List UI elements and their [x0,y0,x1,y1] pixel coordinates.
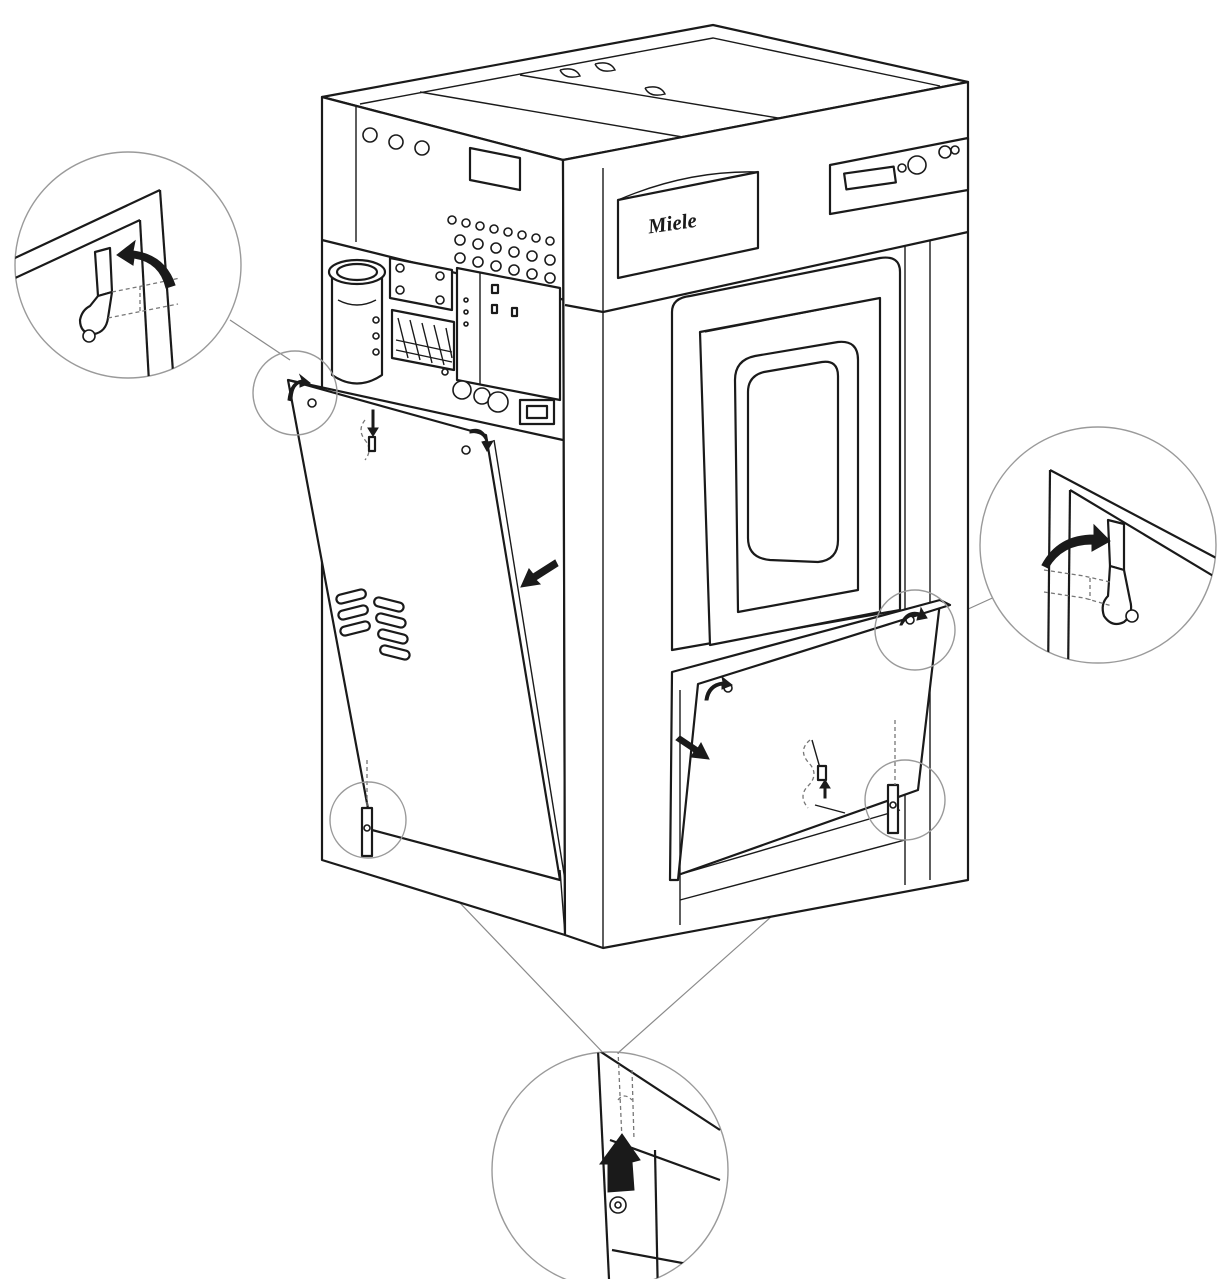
rotate-arrow-icon [1041,523,1111,569]
lift-up-arrow-icon [599,1133,641,1193]
panel-vent-slots [335,588,411,661]
vent-hole-grid [447,215,556,284]
rotate-arrow-icon [287,373,311,402]
callout-right-hinge [979,426,1217,664]
logo-plate [616,170,760,280]
down-arrow-icon [367,409,379,437]
drain-pipe [327,258,387,385]
electronics-box [455,266,562,402]
rotate-arrow-icon [469,428,495,452]
rotate-arrow-icon [116,239,176,289]
program-knob-icon [907,155,927,175]
detail-markers [252,350,956,859]
rear-access-panel [286,373,566,936]
up-arrow-icon [819,779,831,799]
callout-bottom-lift [491,1051,729,1279]
control-panel [828,136,970,216]
rotate-arrow-icon [704,675,733,701]
terminal-block [388,256,456,372]
pull-arrow-icon [520,559,559,588]
front-controls: Miele [616,136,970,652]
front-access-panel [668,598,952,925]
callout-top-left-hinge [14,151,242,379]
back-connections [327,127,562,426]
rotate-arrow-icon [899,606,928,626]
pull-arrow-icon [675,735,710,760]
